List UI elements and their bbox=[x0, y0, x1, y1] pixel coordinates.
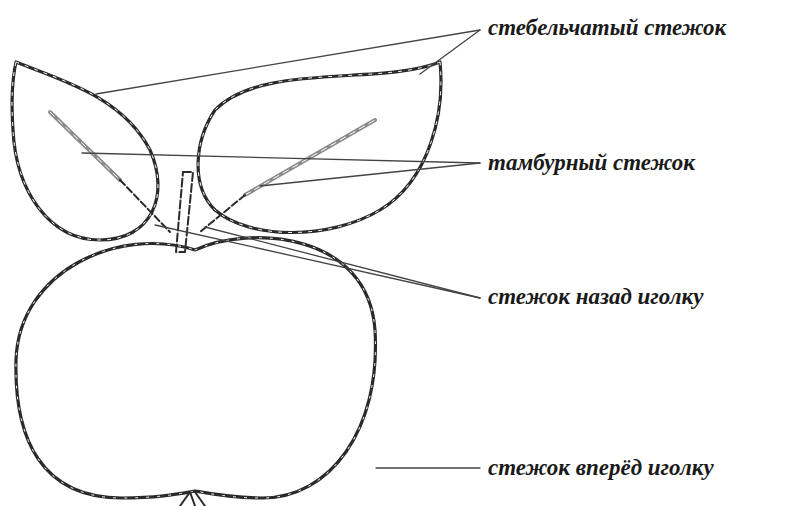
apple-outline bbox=[16, 238, 376, 498]
right-leaf-stitch-marks bbox=[198, 62, 441, 233]
apple-stitch-marks bbox=[16, 238, 376, 498]
stem bbox=[176, 172, 193, 252]
leader-line bbox=[205, 227, 480, 298]
leader-line bbox=[82, 153, 480, 163]
leader-line bbox=[420, 30, 480, 74]
right-leaf bbox=[198, 62, 441, 233]
left-vein bbox=[50, 112, 120, 180]
stitch-label: стежок назад иголку bbox=[486, 284, 705, 309]
stitch-label: тамбурный стежок bbox=[486, 150, 697, 175]
right-vein-tail bbox=[200, 195, 245, 232]
stitch-label: стежок вперёд иголку bbox=[486, 455, 716, 480]
left-vein-tail bbox=[120, 180, 170, 232]
stitch-label: стебельчатый стежок bbox=[486, 15, 728, 40]
leader-lines bbox=[82, 30, 480, 468]
leader-line bbox=[96, 30, 480, 94]
left-vein-links bbox=[50, 112, 120, 180]
leader-line bbox=[155, 225, 480, 298]
left-leaf bbox=[12, 62, 158, 240]
leader-line bbox=[376, 467, 480, 468]
leader-line bbox=[260, 163, 480, 186]
apple-bottom bbox=[180, 492, 205, 506]
left-leaf-stitch-marks bbox=[12, 62, 158, 240]
